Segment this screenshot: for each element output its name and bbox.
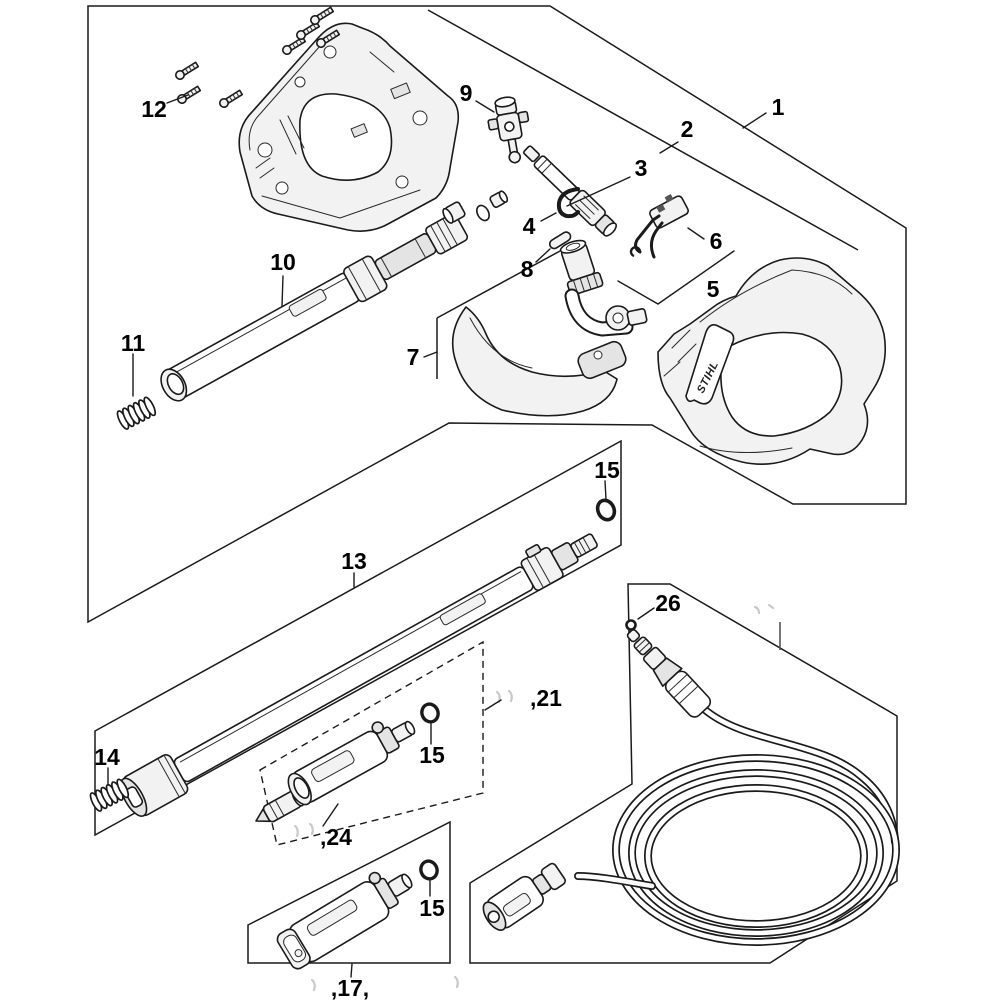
part-trigger-7 xyxy=(451,306,627,417)
part-oring-15-lower-nozzle xyxy=(419,859,439,881)
callout-2-label: 2 xyxy=(681,116,694,142)
callout-14-label: 14 xyxy=(94,744,120,770)
part-elbow-assembly-5 xyxy=(559,239,648,337)
callout-24-label: ,24 xyxy=(320,824,352,850)
callout-12-label: 12 xyxy=(141,96,167,122)
part-hose-26 xyxy=(482,619,900,946)
part-oring-15-upper-nozzle xyxy=(420,702,440,724)
callout-1-label: 1 xyxy=(772,94,785,120)
callout-15-upper-label: 15 xyxy=(419,742,445,768)
callout-8-label: 8 xyxy=(521,256,534,282)
part-gun-housing-right: STIHL xyxy=(657,257,887,465)
part-oring-26 xyxy=(625,619,637,631)
callout-6-label: 6 xyxy=(710,228,723,254)
callout-5-label: 5 xyxy=(707,276,720,302)
leader-lines xyxy=(107,94,767,978)
kit-box-17 xyxy=(247,820,451,964)
kit-box-2 xyxy=(427,9,859,379)
callout-3-label: 3 xyxy=(635,155,648,181)
part-lance-13 xyxy=(119,533,598,817)
callout-9-label: 9 xyxy=(460,80,473,106)
part-gun-housing-left xyxy=(238,22,460,232)
part-oring-15-lance xyxy=(595,498,617,522)
part-pin-8 xyxy=(548,231,572,250)
callout-7-label: 7 xyxy=(407,344,420,370)
part-spring-11 xyxy=(116,396,157,430)
callout-10-label: 10 xyxy=(270,249,296,275)
callout-17-label: ,17, xyxy=(331,975,369,1000)
part-clip-4 xyxy=(556,187,580,219)
hose-coil xyxy=(574,705,900,946)
callout-21-label: ,21 xyxy=(530,685,562,711)
callout-13-label: 13 xyxy=(341,548,367,574)
part-wand-3 xyxy=(523,145,617,237)
callout-4-label: 4 xyxy=(523,213,536,239)
callout-11-label: 11 xyxy=(121,330,146,356)
part-clip-6 xyxy=(629,194,689,259)
callout-26-label: 26 xyxy=(655,590,681,616)
part-lance-10 xyxy=(160,190,509,402)
hose-fitting-upper xyxy=(626,629,712,718)
part-nozzle-housing-upper xyxy=(287,720,416,806)
part-valve-9 xyxy=(487,96,530,164)
callout-15-lance-label: 15 xyxy=(594,457,620,483)
callout-labels: 1 2 3 4 5 6 7 8 9 10 11 12 13 14 15 15 1… xyxy=(94,80,784,1000)
part-nozzle-housing-lower xyxy=(276,871,413,970)
callout-15-lower-label: 15 xyxy=(419,895,445,921)
erased-label-ghosts xyxy=(293,603,781,992)
kit-box-24-dashed xyxy=(259,640,484,846)
part-screws-12 xyxy=(175,6,341,108)
kit-box-hose xyxy=(469,583,898,964)
hose-fitting-lower xyxy=(482,862,566,931)
kit-box-1 xyxy=(87,5,907,624)
